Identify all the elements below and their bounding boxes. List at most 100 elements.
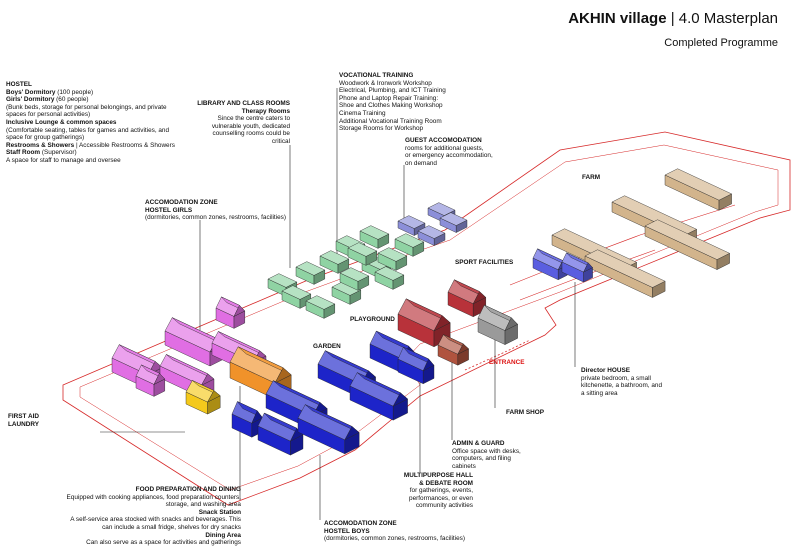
boys-zone-line: (dormitories, common zones, restrooms, f… [324,535,465,543]
guest-room [417,225,446,246]
building-roof [664,168,733,201]
guest-line: rooms for additional guests, [405,144,484,152]
food-line: storage, and washing area [165,501,241,509]
girls-dorm-count: (60 people) [54,96,89,104]
director-label: Director HOUSE private bedroom, a small … [581,367,662,397]
guest-room [397,215,426,236]
vocational-item: Storage Rooms for Workshop [339,125,424,133]
building-gable [457,343,469,355]
farm-building [584,249,666,298]
library-line: counselling rooms could be [212,130,290,138]
admin-line: computers, and filing [452,455,511,463]
girls-zone-label: ACCOMODATION ZONE HOSTEL GIRLS (dormitor… [145,199,286,222]
entrance-label: ENTRANCE [489,359,525,366]
building-roof [305,295,336,310]
laundry-title: LAUNDRY [8,420,40,428]
library-block [347,242,378,266]
building-gable [583,262,593,273]
boys-hostel [397,346,435,385]
library-label: LIBRARY AND CLASS ROOMS Therapy Rooms Si… [197,100,290,146]
building-roof [359,225,390,240]
hostel-line: spaces for personal activities) [6,111,91,119]
inner-site-outline [79,144,779,491]
library-block [377,247,408,271]
guest-line: on demand [405,159,437,167]
food-line: Equipped with cooking appliances, food p… [66,493,241,501]
building-gable [153,372,166,385]
page-subtitle: Completed Programme [664,37,778,49]
hostel-line: (Bunk beds, storage for personal belongi… [6,103,167,111]
building-roof [394,233,425,248]
building-gable [274,367,292,384]
boys-hostel [349,372,408,421]
food-label: FOOD PREPARATION AND DINING Equipped wit… [67,486,241,547]
building-gable [233,304,246,317]
food-title: FOOD PREPARATION AND DINING [135,486,241,493]
building-gable [392,392,408,407]
director-line: kitchenette, a bathroom, and [581,382,663,390]
farm-shop-label: FARM SHOP [506,409,544,416]
library-line: Since the centre caters to [217,115,290,123]
building-roof [347,242,378,257]
food-line: Can also serve as a space for activities… [86,539,241,547]
lounge-title: Inclusive Lounge & common spaces [6,118,117,126]
library-block [281,285,312,309]
vocational-item: Electrical, Plumbing, and ICT Training [339,87,446,95]
library-block [359,225,390,249]
hostel-line: (Comfortable seating, tables for games a… [6,126,170,134]
vocational-item: Cinema Training [339,109,386,117]
building-roof [281,285,312,300]
building-roof [377,247,408,262]
boys-zone-sub: HOSTEL BOYS [324,527,370,535]
admin-line: Office space with desks, [452,447,521,455]
building-roof [397,215,426,229]
multipurpose-line: for gatherings, events, [409,487,473,495]
food-line: A self-service area stocked with snacks … [70,516,241,524]
playground-label: PLAYGROUND [350,316,395,323]
hostel-title: HOSTEL [6,81,32,88]
admin-line: cabinets [452,462,476,470]
vocational-title: VOCATIONAL TRAINING [339,72,414,79]
library-block [394,233,425,257]
page-title: AKHIN village | 4.0 Masterplan [568,10,778,27]
girls-zone-title: ACCOMODATION ZONE [145,199,218,206]
boys-zone-label: ACCOMODATION ZONE HOSTEL BOYS (dormitori… [324,520,465,543]
restrooms-desc: | Accessible Restrooms & Showers [74,141,175,149]
site-outline [62,131,791,506]
multipurpose-label: MULTIPURPOSE HALL & DEBATE ROOM for gath… [404,472,473,510]
hostel-line: space for group gatherings) [6,134,85,142]
girls-zone-sub: HOSTEL GIRLS [145,206,193,214]
library-block [339,267,370,291]
director-title: Director HOUSE [581,367,631,374]
library-title: LIBRARY AND CLASS ROOMS [197,100,290,107]
director-line: private bedroom, a small [581,374,651,382]
buildings [111,168,733,456]
admin-guard-building [397,298,451,348]
director-line: a sitting area [581,389,618,397]
guest-room [439,212,468,233]
building-roof [331,281,362,296]
restrooms-title: Restrooms & Showers [6,141,75,149]
farm-shop-building [477,304,518,345]
debate-title: & DEBATE ROOM [419,479,473,487]
building-gable [344,426,360,441]
boys-zone-title: ACCOMODATION ZONE [324,520,397,527]
building-roof [439,212,468,226]
building-gable [504,317,518,332]
building-roof [584,249,666,288]
farm-label: FARM [582,174,601,181]
building-gable [422,358,435,372]
farm-building [644,219,731,270]
first-aid-building [185,380,221,415]
director-house [561,252,593,283]
vocational-item: Shoe and Clothes Making Workshop [339,102,443,110]
admin-title: ADMIN & GUARD [452,440,505,447]
boys-dorm: Boys' Dormitory [6,88,56,96]
building-gable [472,291,487,305]
vocational-item: Additional Vocational Training Room [339,117,442,125]
building-gable [207,390,221,403]
library-line: critical [271,137,290,145]
boys-hostel [257,412,304,456]
staff-room-title: Staff Room [6,149,41,157]
